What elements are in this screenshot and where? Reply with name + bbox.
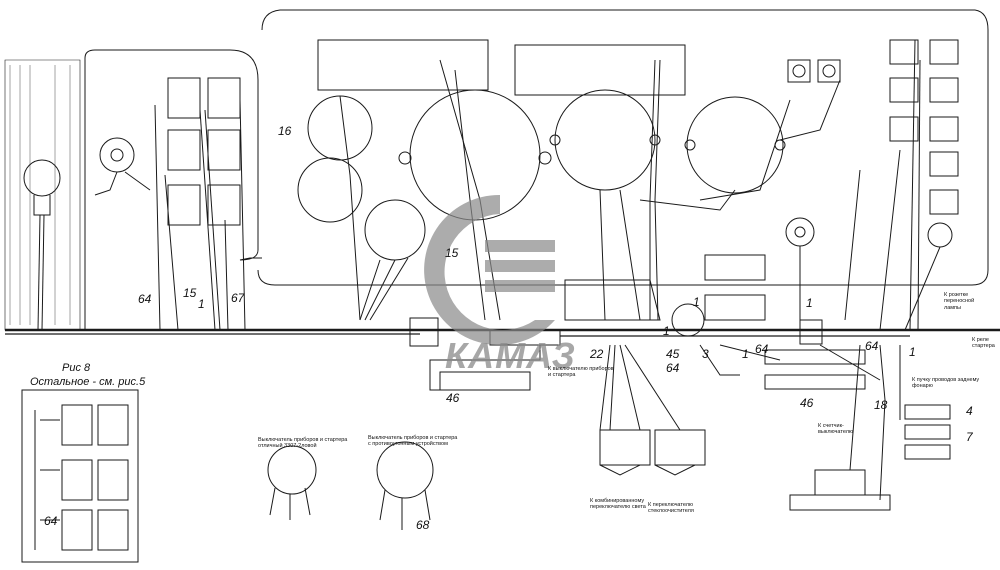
warning-panel-right (514, 44, 686, 96)
callout-46: 46 (800, 396, 814, 410)
kamaz-watermark-text: КАМАЗ (445, 335, 576, 376)
gauge-16 (307, 95, 373, 161)
callout-46: 46 (446, 391, 460, 405)
callout-68: 68 (416, 518, 430, 532)
gauge-small-left (99, 137, 135, 173)
dashboard-outline-left (84, 49, 262, 330)
connector-block (167, 77, 201, 119)
callout-1: 1 (198, 297, 205, 311)
callout-3: 3 (702, 347, 709, 361)
callout-45: 45 (666, 347, 680, 361)
note-switch-starter: К выключателю приборов и стартера (548, 366, 614, 379)
lamp-bulb (23, 159, 61, 197)
note-switch-left: Выключатель приборов и стартера отличный… (258, 437, 348, 450)
kamaz-watermark-emblem (424, 194, 555, 345)
callout-64: 64 (44, 514, 58, 528)
figure-caption-title: Рис 8 (62, 362, 91, 374)
callout-64: 64 (755, 342, 769, 356)
callout-4: 4 (966, 404, 973, 418)
callout-1: 1 (909, 345, 916, 359)
callout-1: 1 (663, 324, 670, 338)
note-combined-switch: К комбинированному переключателю света (590, 498, 646, 511)
note-horn-pedal: К пучку проводов заднему фонарю (912, 377, 980, 390)
callout-64: 64 (666, 361, 680, 375)
figure-caption-sub: Остальное - см. рис.5 (30, 376, 146, 388)
ignition-switch-b (376, 441, 434, 499)
callout-67: 67 (231, 291, 245, 305)
callout-1: 1 (693, 295, 700, 309)
callout-16: 16 (278, 124, 292, 138)
callout-18: 18 (874, 398, 888, 412)
gauge-right (686, 96, 784, 194)
callout-64: 64 (138, 292, 152, 306)
callout-1: 1 (742, 347, 749, 361)
note-odometer: К счетчик- выключателю (818, 423, 854, 436)
callout-15: 15 (183, 286, 197, 300)
ignition-switch-a (267, 445, 317, 495)
callout-22: 22 (590, 347, 604, 361)
warning-panel-left (317, 39, 489, 91)
tachometer-large (554, 89, 656, 191)
note-starter-relay: К реле стартера (972, 337, 995, 350)
dashboard-outline-main (257, 9, 989, 286)
callout-15: 15 (445, 246, 459, 260)
callout-64: 64 (865, 339, 879, 353)
callout-7: 7 (966, 430, 973, 444)
fig8-inset (21, 389, 139, 563)
note-switch-right: Выключатель приборов и стартера с против… (368, 435, 458, 448)
note-wipers-switch: К переключателю стеклоочистителя (648, 502, 694, 515)
callout-1: 1 (806, 296, 813, 310)
note-socket-lamp: К розетке переносной лампы (944, 292, 975, 311)
